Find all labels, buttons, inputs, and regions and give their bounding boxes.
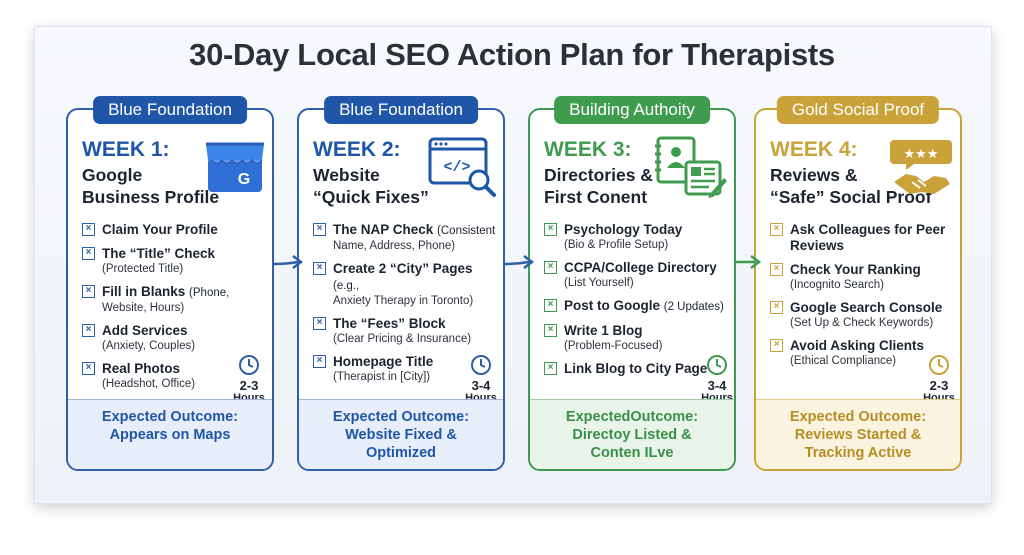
checklist-item: ×Ask Colleagues for Peer Reviews [770, 222, 958, 254]
checkbox-icon: × [313, 355, 326, 368]
arrow-right-icon [736, 255, 762, 269]
page-title: 30-Day Local SEO Action Plan for Therapi… [189, 37, 835, 72]
checkbox-icon: × [544, 299, 557, 312]
week-1-card: Blue Foundation WEEK 1: Google Business … [66, 96, 274, 471]
checklist-item: ×Add Services(Anxiety, Couples) [82, 323, 270, 353]
week-1-badge: Blue Foundation [93, 96, 247, 124]
google-business-profile-icon: G [206, 142, 264, 192]
checkbox-icon: × [770, 223, 783, 236]
week-4-card: Gold Social Proof WEEK 4: Reviews & “Saf… [754, 96, 962, 471]
week-3-heading: WEEK 3: [544, 138, 632, 161]
clock-icon [239, 355, 259, 375]
checklist-item: ×Write 1 Blog(Problem-Focused) [544, 323, 732, 353]
checklist-item: ×Claim Your Profile [82, 222, 270, 238]
week-2-heading: WEEK 2: [313, 138, 401, 161]
week-1-checklist: ×Claim Your Profile ×The “Title” Check(P… [82, 222, 270, 399]
week-4-heading: WEEK 4: [770, 138, 858, 161]
checklist-item: ×Link Blog to City Page [544, 361, 732, 377]
checkbox-icon: × [313, 223, 326, 236]
checkbox-icon: × [82, 247, 95, 260]
code-window-search-icon: </> [428, 137, 496, 197]
week-4-subtitle: Reviews & “Safe” Social Proof [770, 165, 932, 207]
stars-handshake-icon: ★★★ [890, 140, 952, 194]
checkbox-icon: × [770, 263, 783, 276]
checkbox-icon: × [82, 362, 95, 375]
svg-text:G: G [238, 171, 250, 188]
week-2-subtitle: Website “Quick Fixes” [313, 165, 429, 207]
checkbox-icon: × [82, 324, 95, 337]
checkbox-icon: × [770, 301, 783, 314]
svg-text:★★★: ★★★ [904, 147, 939, 162]
week-3-badge: Building Authoity [554, 96, 710, 124]
checklist-item: ×Create 2 “City” Pages (e.g.,Anxiety The… [313, 261, 501, 308]
checkbox-icon: × [313, 262, 326, 275]
checkbox-icon: × [544, 261, 557, 274]
week-3-outcome: ExpectedOutcome: Directoy Listed & Conte… [530, 399, 734, 469]
week-1-outcome: Expected Outcome: Appears on Maps [68, 399, 272, 469]
week-4-outcome: Expected Outcome: Reviews Started & Trac… [756, 399, 960, 469]
checklist-item: ×Fill in Blanks (Phone,Website, Hours) [82, 284, 270, 315]
week-1-subtitle: Google Business Profile [82, 165, 220, 207]
week-4-checklist: ×Ask Colleagues for Peer Reviews ×Check … [770, 222, 958, 376]
week-3-subtitle: Directories & First Conent [544, 165, 653, 207]
checkbox-icon: × [544, 223, 557, 236]
week-3-card: Building Authoity WEEK 3: Directories & … [528, 96, 736, 471]
checkbox-icon: × [82, 285, 95, 298]
checklist-item: ×CCPA/College Directory(List Yourself) [544, 260, 732, 290]
checkbox-icon: × [770, 339, 783, 352]
week-4-badge: Gold Social Proof [776, 96, 940, 124]
checkbox-icon: × [544, 324, 557, 337]
checklist-item: ×Check Your Ranking(Incognito Search) [770, 262, 958, 292]
week-3-checklist: ×Psychology Today(Bio & Profile Setup) ×… [544, 222, 732, 385]
directory-content-icon [655, 136, 727, 198]
arrow-right-icon [504, 255, 535, 269]
clock-icon [471, 355, 491, 375]
checklist-item: ×Avoid Asking Clients(Ethical Compliance… [770, 338, 958, 368]
checklist-item: ×Homepage Title(Therapist in [City]) [313, 354, 501, 384]
week-2-card: Blue Foundation WEEK 2: Website “Quick F… [297, 96, 505, 471]
svg-text:</>: </> [443, 159, 470, 176]
checklist-item: ×The “Fees” Block(Clear Pricing & Insura… [313, 316, 501, 346]
clock-icon [707, 355, 727, 375]
checklist-item: ×Psychology Today(Bio & Profile Setup) [544, 222, 732, 252]
checklist-item: ×Real Photos(Headshot, Office) [82, 361, 270, 391]
clock-icon [929, 355, 949, 375]
checklist-item: ×Google Search Console(Set Up & Check Ke… [770, 300, 958, 330]
checklist-item: ×Post to Google (2 Updates) [544, 298, 732, 315]
checkbox-icon: × [82, 223, 95, 236]
week-2-badge: Blue Foundation [324, 96, 478, 124]
checkbox-icon: × [313, 317, 326, 330]
arrow-right-icon [273, 255, 304, 269]
week-1-heading: WEEK 1: [82, 138, 170, 161]
checkbox-icon: × [544, 362, 557, 375]
week-2-outcome: Expected Outcome: Website Fixed & Optimi… [299, 399, 503, 469]
checklist-item: ×The “Title” Check(Protected Title) [82, 246, 270, 276]
